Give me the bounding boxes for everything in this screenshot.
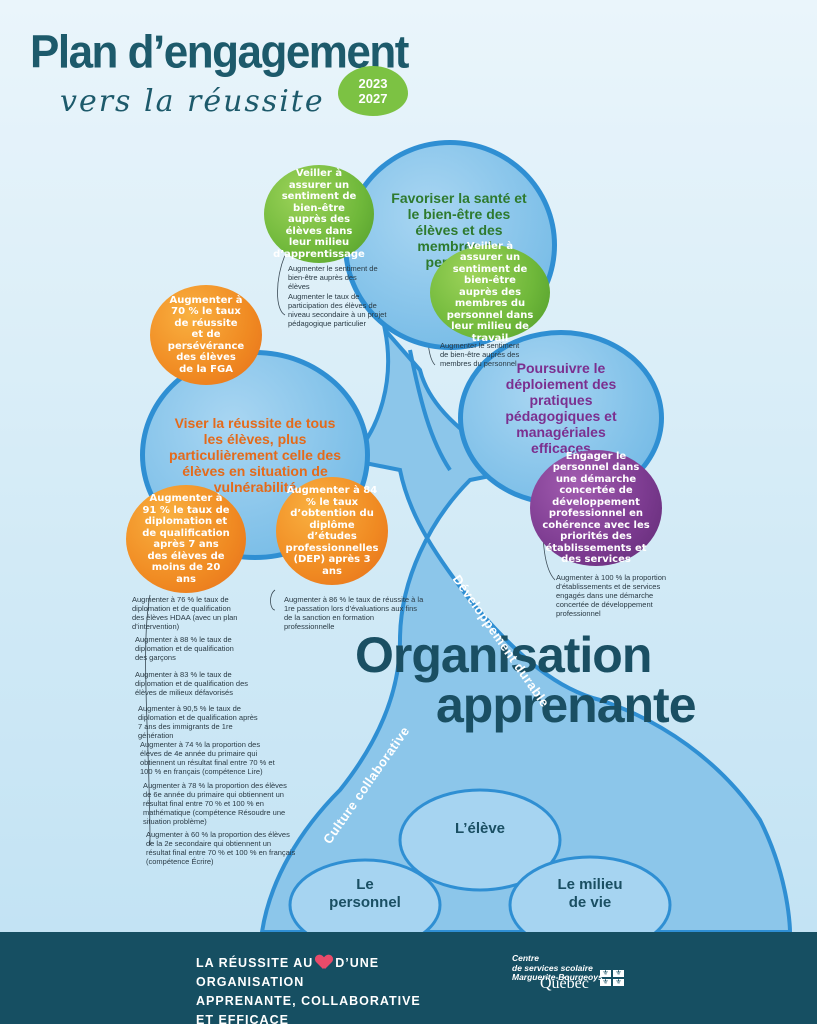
- note-eleves-1: Augmenter le sentiment de bien-être aupr…: [288, 264, 378, 291]
- base-mound-center: [398, 788, 562, 892]
- year-end: 2027: [358, 91, 388, 106]
- objective-sentiment-personnel-text: Veiller à assurer un sentiment de bien-ê…: [446, 240, 534, 344]
- footer-slogan-part-a: LA RÉUSSITE AU: [196, 956, 314, 970]
- tree-illustration: [145, 254, 793, 932]
- objective-diplomation-text: Augmenter à 91 % le taux de diplomation …: [142, 493, 230, 585]
- objective-dep: Augmenter à 84 % le taux d’obtention du …: [276, 477, 388, 585]
- base-label-personnel: Le personnel: [329, 876, 401, 911]
- note-lire: Augmenter à 74 % la proportion des élève…: [140, 740, 275, 776]
- org-line3: Marguerite-Bourgeoys: [512, 972, 603, 982]
- objective-diplomation: Augmenter à 91 % le taux de diplomation …: [126, 485, 246, 593]
- years-badge: 2023 2027: [338, 66, 408, 116]
- org-line2: de services scolaire: [512, 962, 593, 973]
- note-garcons: Augmenter à 88 % le taux de diplomation …: [135, 635, 234, 662]
- year-start: 2023: [358, 76, 388, 91]
- objective-fga-text: Augmenter à 70 % le taux de réussite et …: [167, 294, 245, 375]
- goal-reussite-text: Viser la réussite de tous les élèves, pl…: [169, 415, 341, 495]
- objective-developpement-text: Engager le personnel dans une démarche c…: [542, 450, 650, 566]
- center-title-line1: Organisation: [355, 627, 652, 683]
- note-personnel: Augmenter le sentiment de bien-être aupr…: [440, 341, 520, 368]
- connector-lines: [145, 254, 556, 846]
- note-ecrire: Augmenter à 60 % la proportion des élève…: [146, 830, 296, 866]
- footer: [0, 932, 817, 1024]
- note-formation-pro: Augmenter à 86 % le taux de réussite à l…: [284, 595, 424, 631]
- tree-trunk: [259, 323, 793, 932]
- objective-sentiment-eleves: Veiller à assurer un sentiment de bien-ê…: [264, 165, 374, 263]
- objective-developpement: Engager le personnel dans une démarche c…: [530, 450, 662, 566]
- page-subtitle: vers la réussite: [60, 84, 325, 119]
- note-defavorises: Augmenter à 83 % le taux de diplomation …: [135, 670, 248, 697]
- objective-sentiment-personnel: Veiller à assurer un sentiment de bien-ê…: [430, 241, 550, 344]
- base-label-milieu: Le milieu de vie: [557, 876, 623, 911]
- trunk-gap: [408, 349, 452, 472]
- page-title: Plan d’engagement: [30, 26, 409, 79]
- footer-slogan-part-b: D’UNE ORGANISATION: [196, 956, 380, 989]
- quebec-flag-icon: ⚜⚜⚜⚜: [600, 970, 624, 986]
- heart-icon: [316, 955, 332, 969]
- org-line1: Centre: [512, 953, 539, 963]
- goal-pratiques-text: Poursuivre le déploiement des pratiques …: [505, 360, 617, 456]
- base-mound-right: [508, 855, 672, 932]
- note-eleves-2: Augmenter le taux de participation des é…: [288, 292, 387, 328]
- objective-dep-text: Augmenter à 84 % le taux d’obtention du …: [285, 485, 379, 577]
- base-label-eleve: L’élève: [454, 820, 506, 837]
- footer-slogan-line2: APPRENANTE, COLLABORATIVE ET EFFICACE: [196, 994, 421, 1024]
- note-etablissements: Augmenter à 100 % la proportion d’établi…: [556, 573, 667, 618]
- note-math: Augmenter à 78 % la proportion des élève…: [143, 781, 287, 826]
- note-immigrants: Augmenter à 90,5 % le taux de diplomatio…: [138, 704, 258, 740]
- base-mound-left: [288, 858, 442, 932]
- objective-sentiment-eleves-text: Veiller à assurer un sentiment de bien-ê…: [273, 168, 365, 260]
- objective-fga: Augmenter à 70 % le taux de réussite et …: [150, 285, 262, 385]
- org-logo-text: Centre de services scolaire Marguerite-B…: [512, 953, 603, 983]
- note-hdaa: Augmenter à 76 % le taux de diplomation …: [132, 595, 238, 631]
- center-title-line2: apprenante: [436, 677, 697, 733]
- quebec-wordmark: Québec: [540, 975, 589, 992]
